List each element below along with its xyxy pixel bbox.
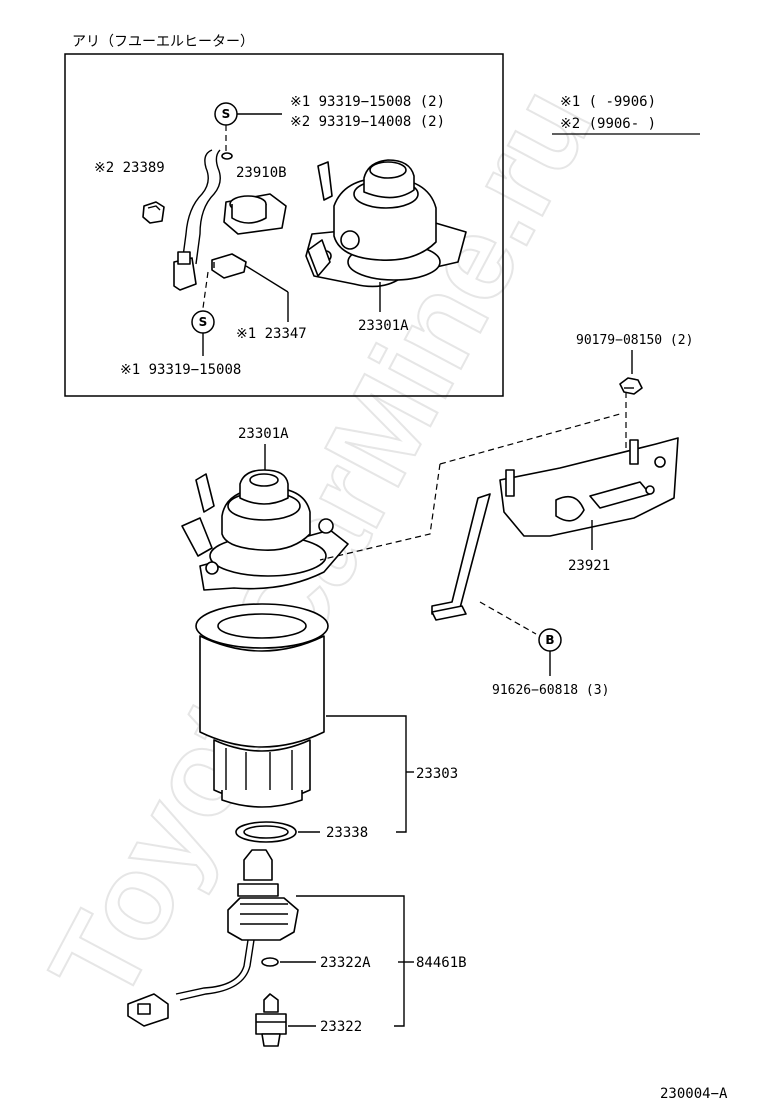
bolt-b-label: 91626−60818 (3) xyxy=(492,683,609,698)
connector-part xyxy=(211,253,247,279)
bolt-s-bottom-symbol: S xyxy=(191,310,215,334)
small-o-ring-part xyxy=(261,957,279,967)
sensor-assy-part xyxy=(127,849,299,1027)
bracket-part xyxy=(431,437,679,621)
nut-part xyxy=(619,377,643,395)
nut-label: 90179−08150 (2) xyxy=(576,333,693,348)
clip-part xyxy=(142,201,165,224)
inset-filter-head-part xyxy=(305,159,467,288)
sensor-part xyxy=(255,993,287,1047)
mount-dash-1 xyxy=(439,413,621,465)
inset-caption: アリ（フユーエルヒーター） xyxy=(72,34,254,50)
bracket-label: 23921 xyxy=(568,558,610,574)
bolt-b-symbol: B xyxy=(538,628,562,652)
inset-filter-head-label: 23301A xyxy=(358,318,409,334)
mount-dash-2 xyxy=(319,463,441,561)
bolt-s-top-label-1: ※1 93319−15008 (2) xyxy=(290,94,445,110)
legend-row-2: ※2 (9906- ) xyxy=(560,116,656,132)
filter-head-label: 23301A xyxy=(238,426,289,442)
filter-head-part xyxy=(181,469,349,591)
connector-label: ※1 23347 xyxy=(236,326,307,342)
bolt-s-bottom-label: ※1 93319−15008 xyxy=(120,362,241,378)
inset-frame xyxy=(64,53,504,397)
sensor-label: 23322 xyxy=(320,1019,362,1035)
heater-label: 23910B xyxy=(236,165,287,181)
filter-element-part xyxy=(195,603,329,808)
figure-code: 230004−A xyxy=(660,1086,728,1102)
bolt-b-dash xyxy=(479,601,537,635)
filter-element-label: 23303 xyxy=(416,766,458,782)
svg-text:S: S xyxy=(222,107,231,121)
sensor-assy-label: 84461B xyxy=(416,955,467,971)
legend-row-1: ※1 ( -9906) xyxy=(560,94,656,110)
fuel-heater-part xyxy=(173,149,287,291)
o-ring-label: 23338 xyxy=(326,825,368,841)
svg-text:S: S xyxy=(199,315,208,329)
o-ring-part xyxy=(235,821,297,843)
bolt-s-top-label-2: ※2 93319−14008 (2) xyxy=(290,114,445,130)
bolt-s-top-symbol: S xyxy=(214,102,238,126)
clip-label: ※2 23389 xyxy=(94,160,165,176)
svg-text:B: B xyxy=(545,633,554,647)
small-o-ring-label: 23322A xyxy=(320,955,371,971)
